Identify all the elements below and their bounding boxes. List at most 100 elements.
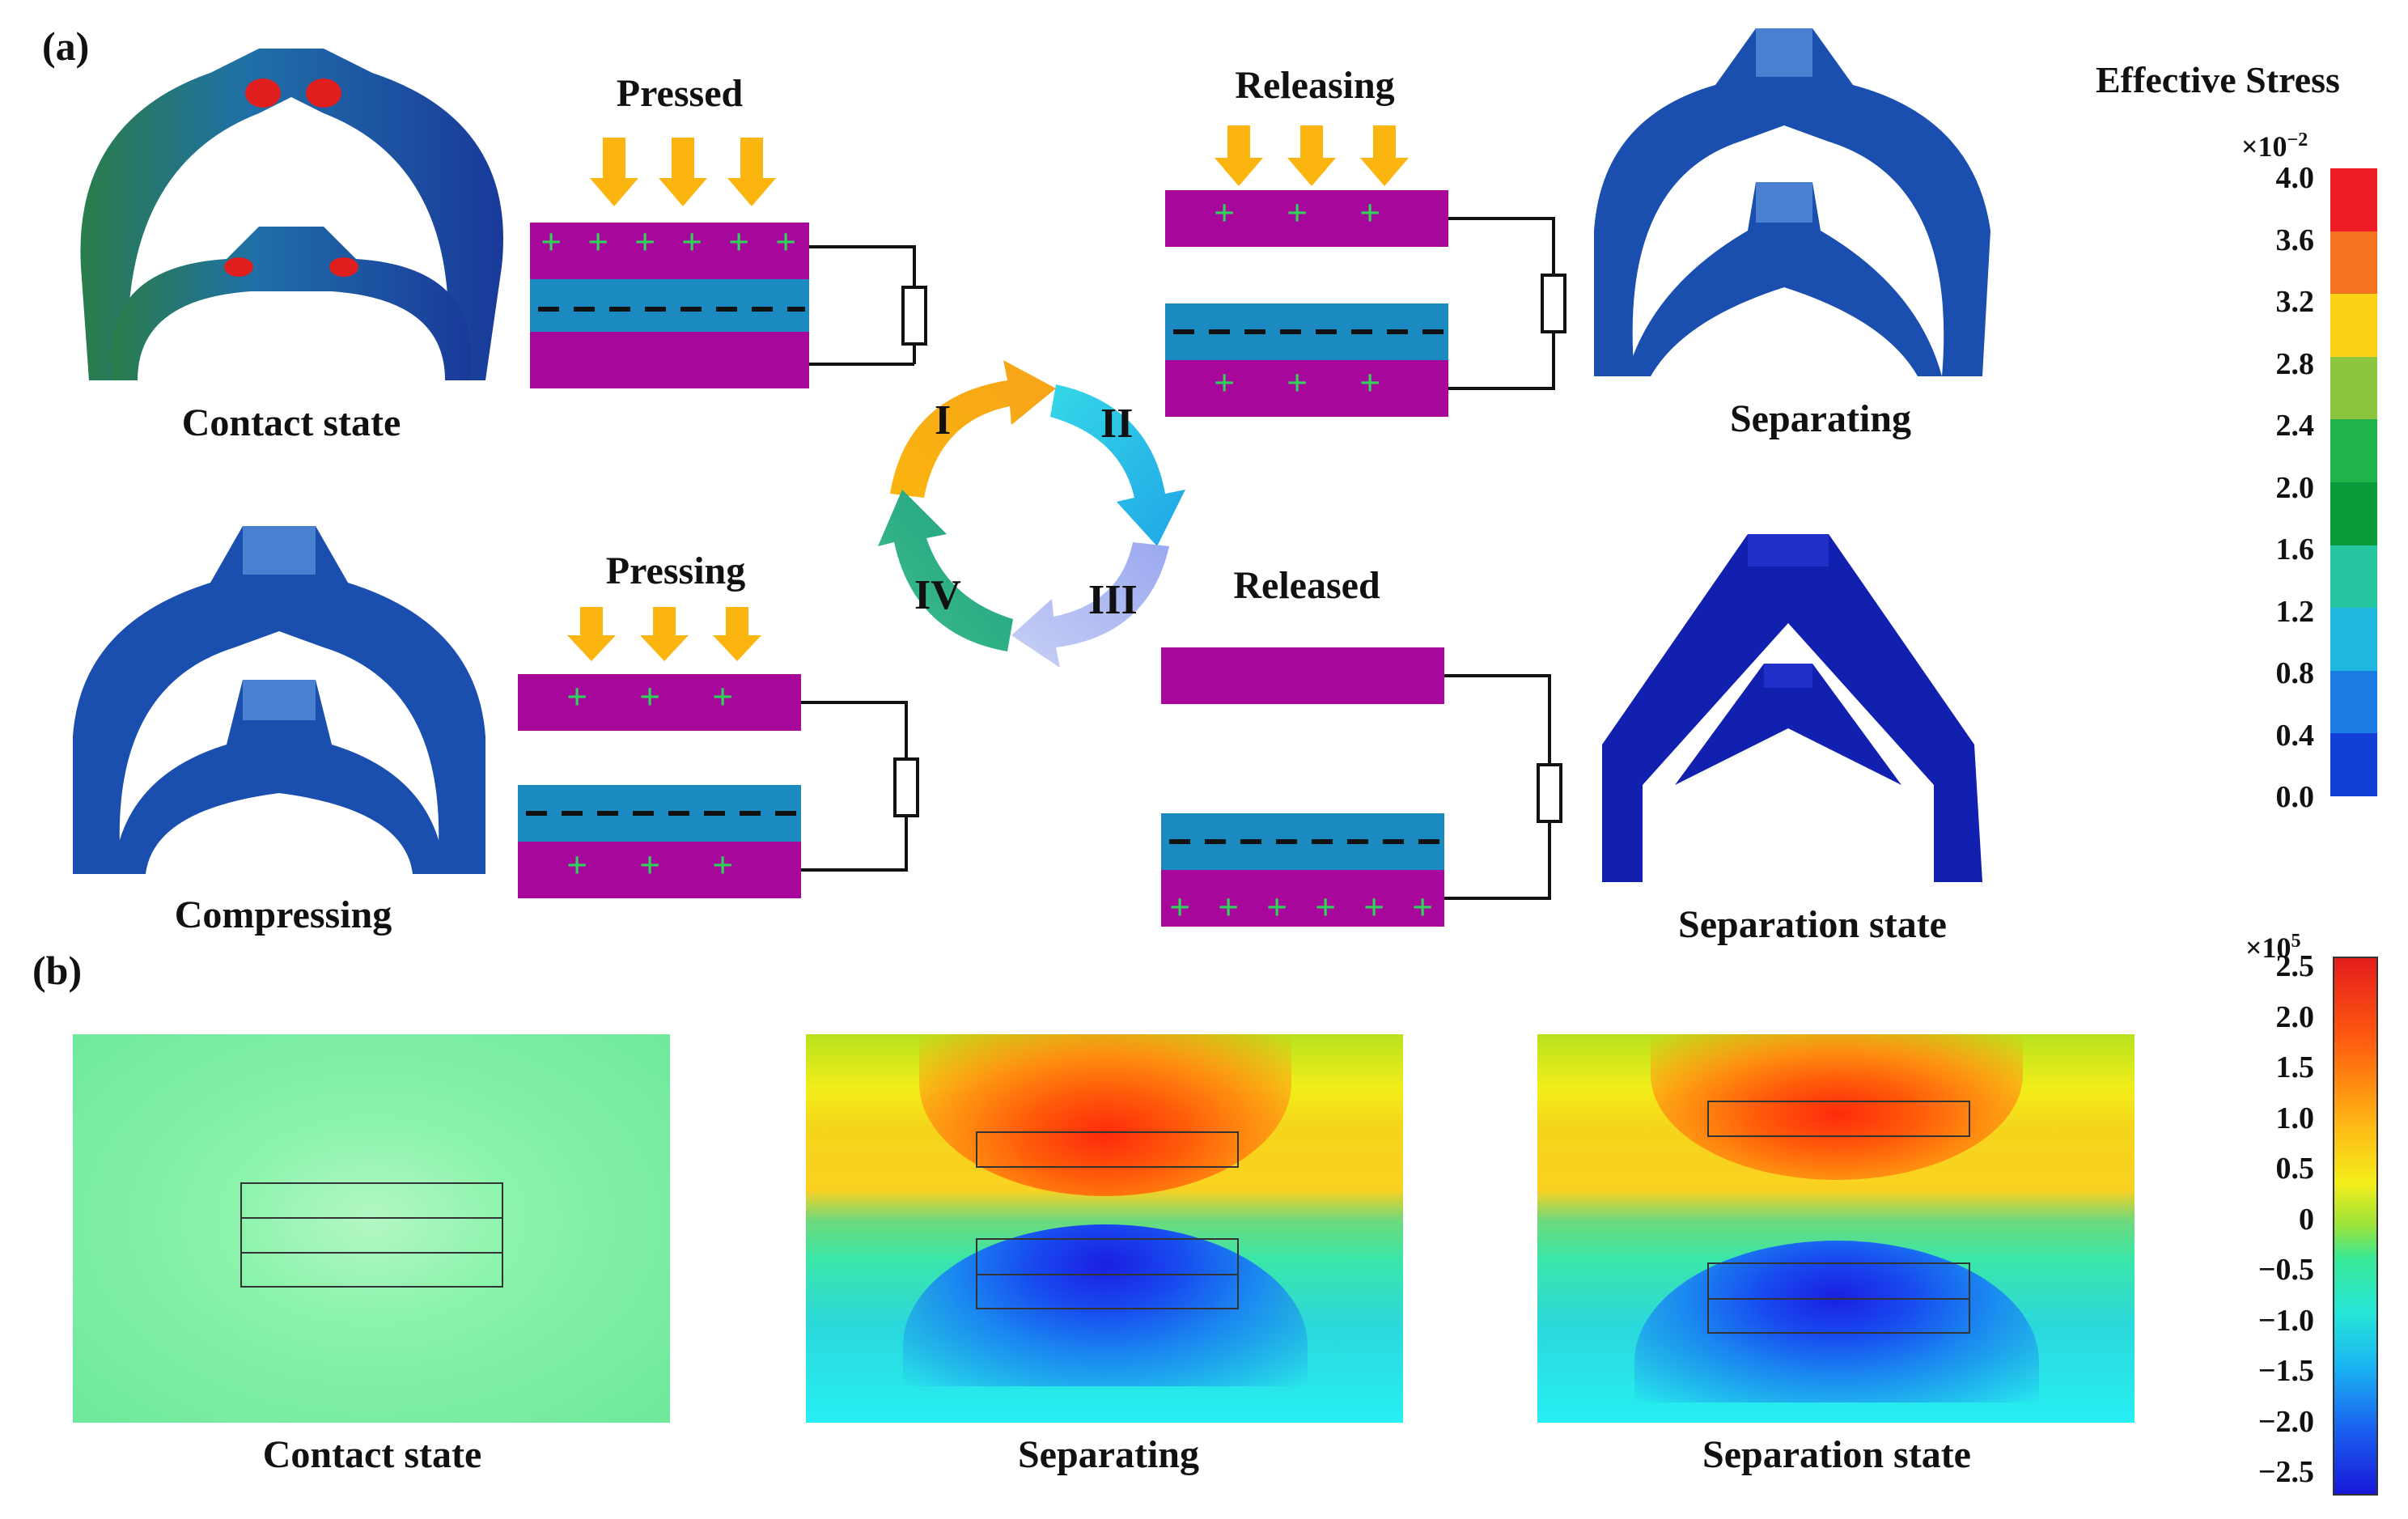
colorbar-a-block: [2330, 608, 2377, 671]
caption-contact-state: Contact state: [181, 401, 401, 444]
colorbar-a-block: [2330, 294, 2377, 357]
colorbar-b-tick: 0: [2299, 1202, 2314, 1237]
field-hotspot: [919, 1034, 1291, 1196]
colorbar-a-tick: 3.2: [2275, 285, 2315, 319]
colorbar-a-tick: 0.8: [2275, 656, 2315, 690]
caption-separating: Separating: [1729, 397, 1911, 440]
colorbar-b-exponent: ×105: [2245, 931, 2301, 964]
plus-symbol: +: [681, 221, 703, 262]
stage-pressed: Pressed: [616, 72, 744, 115]
plus-symbol: +: [634, 221, 656, 262]
schematic-pressing: [518, 607, 919, 898]
colorbar-a-tick: 1.6: [2275, 532, 2315, 566]
colorbar-a-block: [2330, 545, 2377, 609]
plus-symbol: +: [712, 844, 734, 885]
plus-symbol: +: [639, 844, 661, 885]
colorbar-b-tick: 2.0: [2275, 999, 2315, 1034]
colorbar-b-tick: 0.5: [2275, 1152, 2315, 1186]
plus-symbol: +: [1359, 192, 1381, 233]
colorbar-b-ticks: 2.5 2.0 1.5 1.0 0.5 0 −0.5 −1.0 −1.5 −2.0 −2.5: [2225, 948, 2338, 1507]
cycle-label-iv: IV: [914, 572, 961, 618]
plus-symbol: +: [775, 221, 797, 262]
plus-symbol: +: [1218, 886, 1240, 927]
plus-symbol: +: [1169, 886, 1191, 927]
plus-symbol: +: [728, 221, 750, 262]
plus-symbol: +: [1214, 192, 1236, 233]
colorbar-a-block: [2330, 168, 2377, 231]
colorbar-a-block: [2330, 733, 2377, 796]
colorbar-a-title: Effective Stress: [2096, 59, 2340, 100]
device-contact-render: [80, 49, 503, 380]
plus-symbol: +: [1287, 192, 1308, 233]
colorbar-b-tick: 1.5: [2275, 1050, 2315, 1084]
caption-compressing: Compressing: [174, 893, 392, 936]
caption-b-separation: Separation state: [1702, 1433, 1971, 1476]
colorbar-a-tick: 0.0: [2275, 780, 2315, 814]
stage-releasing: Releasing: [1235, 64, 1395, 107]
colorbar-a-block: [2330, 419, 2377, 482]
colorbar-a-ticks: 4.0 3.6 3.2 2.8 2.4 2.0 1.6 1.2 0.8 0.4 0.0: [2225, 160, 2338, 814]
plus-symbol: +: [712, 676, 734, 717]
plus-symbol: +: [1287, 362, 1308, 403]
colorbar-a-tick: 0.4: [2275, 718, 2315, 753]
colorbar-a-exponent: ×10−2: [2241, 129, 2308, 163]
colorbar-b: [2333, 957, 2378, 1496]
plus-symbol: +: [587, 221, 609, 262]
caption-b-contact: Contact state: [262, 1433, 482, 1476]
layer-outline: [1707, 1101, 1970, 1137]
colorbar-a-tick: 1.2: [2275, 594, 2315, 629]
colorbar-a-block: [2330, 231, 2377, 295]
colorbar-b-tick: −2.0: [2258, 1404, 2314, 1439]
stage-released: Released: [1233, 564, 1380, 607]
plus-symbol: +: [1359, 362, 1381, 403]
plus-symbol: +: [1266, 886, 1288, 927]
layer-divider: [240, 1217, 503, 1219]
schematic-pressed: [530, 138, 927, 388]
plus-symbol: +: [1363, 886, 1385, 927]
colorbar-b-tick: −1.5: [2258, 1354, 2314, 1388]
field-map-separating: [806, 1034, 1403, 1423]
plus-symbol: +: [1412, 886, 1434, 927]
cycle-label-ii: II: [1100, 401, 1134, 447]
colorbar-a-block: [2330, 356, 2377, 420]
device-separating-render: [1594, 28, 1990, 376]
colorbar-b-tick: −0.5: [2258, 1253, 2314, 1287]
colorbar-b-tick: −1.0: [2258, 1303, 2314, 1338]
schematic-releasing: [1165, 125, 1566, 417]
colorbar-a-tick: 2.0: [2275, 470, 2315, 505]
plus-symbol: +: [1214, 362, 1236, 403]
colorbar-a-tick: 2.8: [2275, 346, 2315, 381]
device-compressing-render: [73, 526, 485, 874]
panel-label-a: (a): [42, 23, 90, 69]
caption-separation-state: Separation state: [1678, 903, 1947, 946]
colorbar-a-tick: 2.4: [2275, 409, 2315, 443]
layer-outline: [240, 1182, 503, 1288]
stage-pressing: Pressing: [605, 549, 746, 592]
colorbar-a-block: [2330, 670, 2377, 734]
colorbar-a-block: [2330, 482, 2377, 545]
plus-symbol: +: [639, 676, 661, 717]
plus-symbol: +: [566, 676, 588, 717]
plus-symbol: +: [566, 844, 588, 885]
layer-divider: [976, 1274, 1239, 1275]
cycle-label-i: I: [935, 397, 952, 443]
field-map-contact: [73, 1034, 670, 1423]
layer-divider: [240, 1252, 503, 1254]
panel-label-b: (b): [32, 948, 83, 993]
plus-symbol: +: [541, 221, 562, 262]
colorbar-b-tick: 2.5: [2275, 949, 2315, 983]
colorbar-b-tick: 1.0: [2275, 1101, 2315, 1135]
caption-b-separating: Separating: [1017, 1433, 1199, 1476]
cycle-label-iii: III: [1088, 577, 1138, 623]
colorbar-b-tick: −2.5: [2258, 1455, 2314, 1489]
device-separation-render: [1602, 534, 1982, 882]
field-map-separation: [1537, 1034, 2135, 1423]
layer-outline: [976, 1131, 1239, 1168]
layer-divider: [1707, 1298, 1970, 1300]
schematic-released: [1161, 647, 1562, 927]
colorbar-a: [2330, 168, 2377, 796]
colorbar-a-tick: 4.0: [2275, 161, 2315, 195]
colorbar-a-tick: 3.6: [2275, 223, 2315, 257]
plus-symbol: +: [1315, 886, 1337, 927]
cycle-diagram: [878, 360, 1185, 668]
